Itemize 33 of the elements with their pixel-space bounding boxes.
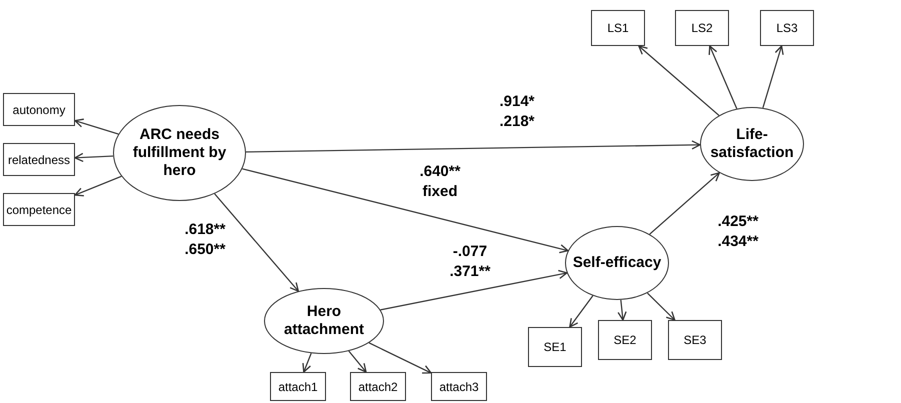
indicator-box: SE3 bbox=[668, 320, 722, 360]
arrow bbox=[246, 140, 701, 153]
arrow bbox=[708, 45, 738, 109]
arrow bbox=[649, 172, 720, 235]
indicator-box: SE2 bbox=[598, 320, 652, 360]
latent-variable-ellipse: Self-efficacy bbox=[565, 226, 669, 300]
arrow bbox=[348, 350, 367, 373]
arrow bbox=[242, 168, 569, 254]
arrow bbox=[638, 45, 720, 116]
latent-variable-ellipse: Life-satisfaction bbox=[700, 107, 804, 181]
indicator-box: attach1 bbox=[270, 372, 326, 401]
arrow bbox=[214, 193, 299, 292]
arrow bbox=[617, 300, 627, 321]
indicator-box: LS3 bbox=[760, 10, 814, 46]
indicator-box: attach2 bbox=[350, 372, 406, 401]
arrow bbox=[74, 176, 122, 196]
latent-variable-ellipse: ARC needs fulfillment by hero bbox=[113, 105, 246, 201]
arrow bbox=[74, 152, 114, 162]
indicator-box: relatedness bbox=[3, 143, 75, 176]
arrow bbox=[646, 292, 676, 321]
indicator-box: SE1 bbox=[528, 327, 582, 367]
arrow bbox=[74, 118, 119, 135]
arrow bbox=[569, 295, 594, 328]
latent-variable-ellipse: Hero attachment bbox=[264, 288, 384, 354]
arrow bbox=[368, 342, 432, 374]
indicator-box: autonomy bbox=[3, 93, 75, 126]
arrow bbox=[302, 353, 312, 373]
indicator-box: competence bbox=[3, 193, 75, 226]
indicator-box: attach3 bbox=[431, 372, 487, 401]
arrow bbox=[380, 270, 568, 310]
arrow bbox=[762, 45, 784, 108]
indicator-box: LS2 bbox=[675, 10, 729, 46]
indicator-box: LS1 bbox=[591, 10, 645, 46]
